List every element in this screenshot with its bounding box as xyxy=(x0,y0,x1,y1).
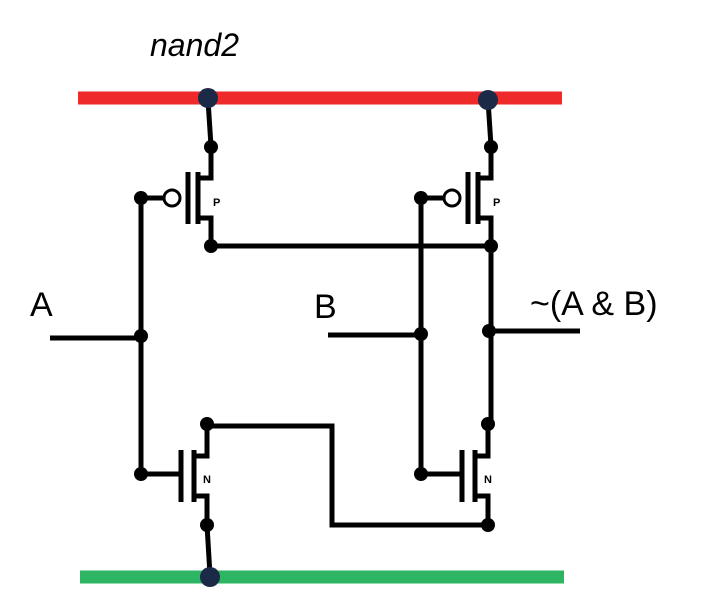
pmos-right-bubble xyxy=(442,188,462,208)
nmos-left-source-node xyxy=(200,518,214,532)
pmos-right-type-label: P xyxy=(493,197,500,209)
pmos-left-bubble xyxy=(162,188,182,208)
input-b-node xyxy=(414,327,428,341)
vdd-node-right xyxy=(478,90,498,110)
output-label: ~(A & B) xyxy=(530,285,658,323)
pmos-left-type-label: P xyxy=(213,197,220,209)
nmos-left-gate-node xyxy=(134,467,148,481)
nmos-right-source-wire xyxy=(475,493,491,525)
pmos-left: P xyxy=(134,99,220,253)
output-node xyxy=(482,324,496,338)
nmos-series-wire xyxy=(207,423,488,528)
pmos-right-source-wire xyxy=(478,99,494,181)
gnd-node xyxy=(200,567,220,587)
pmos-right-source-node xyxy=(484,140,498,154)
pmos-right-drain-wire xyxy=(478,215,494,246)
nmos-left: N xyxy=(134,417,214,576)
pmos-left-drain-wire xyxy=(198,215,214,246)
nmos-right-type-label: N xyxy=(484,474,492,486)
nmos-left-type-label: N xyxy=(203,474,211,486)
pmos-left-source-node xyxy=(204,140,218,154)
nmos-right-drain-wire xyxy=(475,424,491,459)
nmos-right-source-node xyxy=(481,518,495,532)
diagram-title: nand2 xyxy=(150,27,239,63)
pmos-left-source-wire xyxy=(198,99,214,181)
input-b-label: B xyxy=(314,288,337,326)
nmos-left-source-wire xyxy=(194,493,213,576)
nmos-right-gate-node xyxy=(414,467,428,481)
input-a-node xyxy=(134,329,148,343)
vdd-node-left xyxy=(198,88,218,108)
nmos-right: N xyxy=(414,417,495,532)
input-a-label: A xyxy=(30,286,53,324)
pmos-right: P xyxy=(414,99,500,253)
nmos-right-drain-node xyxy=(481,417,495,431)
nmos-left-drain-wire xyxy=(194,424,210,459)
